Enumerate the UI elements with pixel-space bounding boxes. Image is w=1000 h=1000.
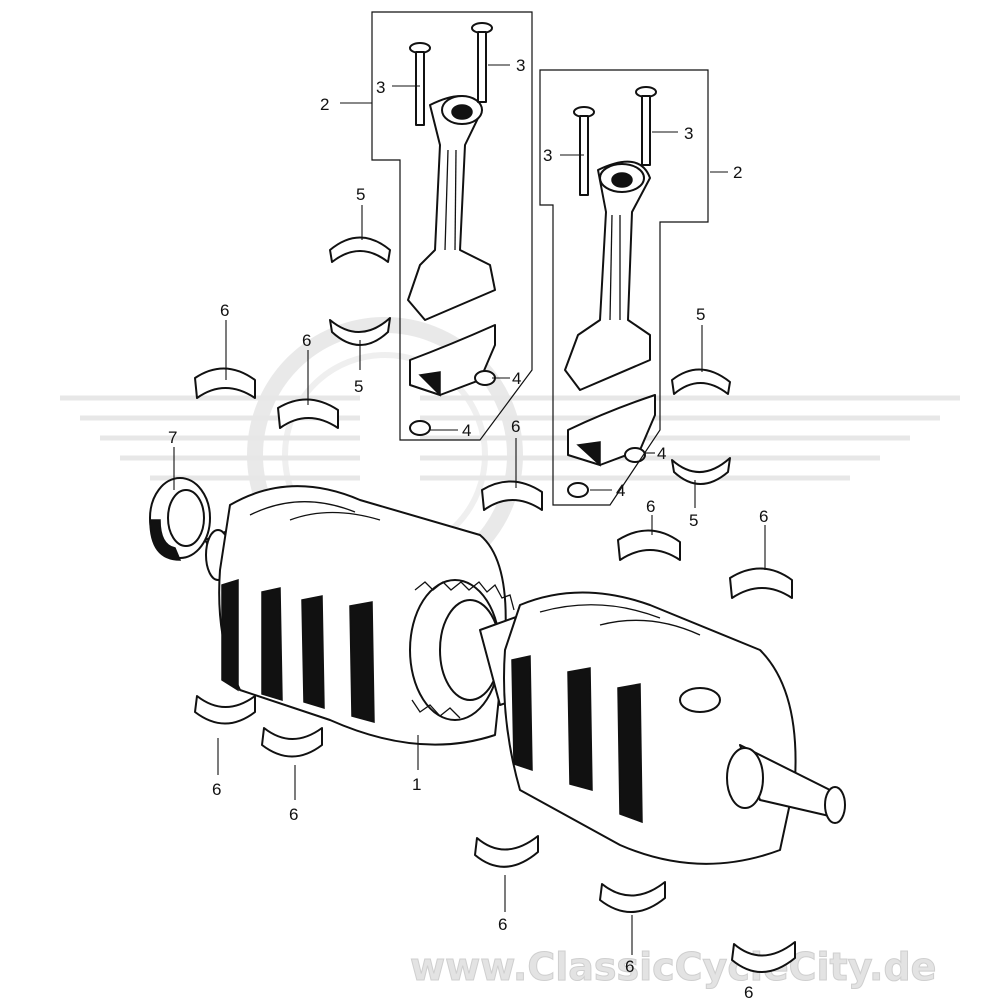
- rod-bolt: [573, 106, 595, 196]
- callout-2a: 2: [320, 95, 329, 114]
- callout-6j: 6: [744, 983, 753, 1000]
- callout-3b: 3: [516, 56, 525, 75]
- leader-lines: [173, 64, 766, 955]
- crankshaft: [204, 485, 846, 865]
- oil-seal: [149, 477, 211, 561]
- rod-bolt: [635, 86, 657, 166]
- watermark-url: www.ClassicCycleCity.de: [410, 945, 936, 989]
- callout-6g: 6: [289, 805, 298, 824]
- callout-5b: 5: [354, 377, 363, 396]
- callout-1: 1: [412, 775, 421, 794]
- callout-6h: 6: [498, 915, 507, 934]
- callout-5a: 5: [356, 185, 365, 204]
- callout-4a: 4: [512, 369, 521, 388]
- rod-nut: [567, 447, 646, 498]
- group-outline-right: [539, 69, 709, 506]
- callout-labels: 1 2 2 3 3 3 3 4 4 4 4 5 5 5 5 6 6 6 6 6 …: [168, 56, 768, 1000]
- callout-6a: 6: [220, 301, 229, 320]
- callout-6i: 6: [625, 957, 634, 976]
- callout-5c: 5: [696, 305, 705, 324]
- rod-bolt: [409, 42, 431, 126]
- rod-nut: [409, 370, 496, 436]
- rod-bolt: [471, 22, 493, 103]
- callout-5d: 5: [689, 511, 698, 530]
- connecting-rod-left: [407, 22, 496, 436]
- connecting-rod-right: [564, 86, 657, 498]
- main-bearing-shells: [194, 367, 796, 973]
- callout-4c: 4: [657, 444, 666, 463]
- callout-6f: 6: [212, 780, 221, 799]
- callout-6e: 6: [759, 507, 768, 526]
- callout-3a: 3: [376, 78, 385, 97]
- rod-bearing-shells: [329, 236, 731, 485]
- callout-3c: 3: [543, 146, 552, 165]
- callout-4b: 4: [462, 421, 471, 440]
- callout-6d: 6: [646, 497, 655, 516]
- callout-7: 7: [168, 428, 177, 447]
- callout-2b: 2: [733, 163, 742, 182]
- group-outline-left: [371, 11, 533, 441]
- callout-4d: 4: [616, 481, 625, 500]
- callout-3d: 3: [684, 124, 693, 143]
- callout-6c: 6: [511, 417, 520, 436]
- callout-6b: 6: [302, 331, 311, 350]
